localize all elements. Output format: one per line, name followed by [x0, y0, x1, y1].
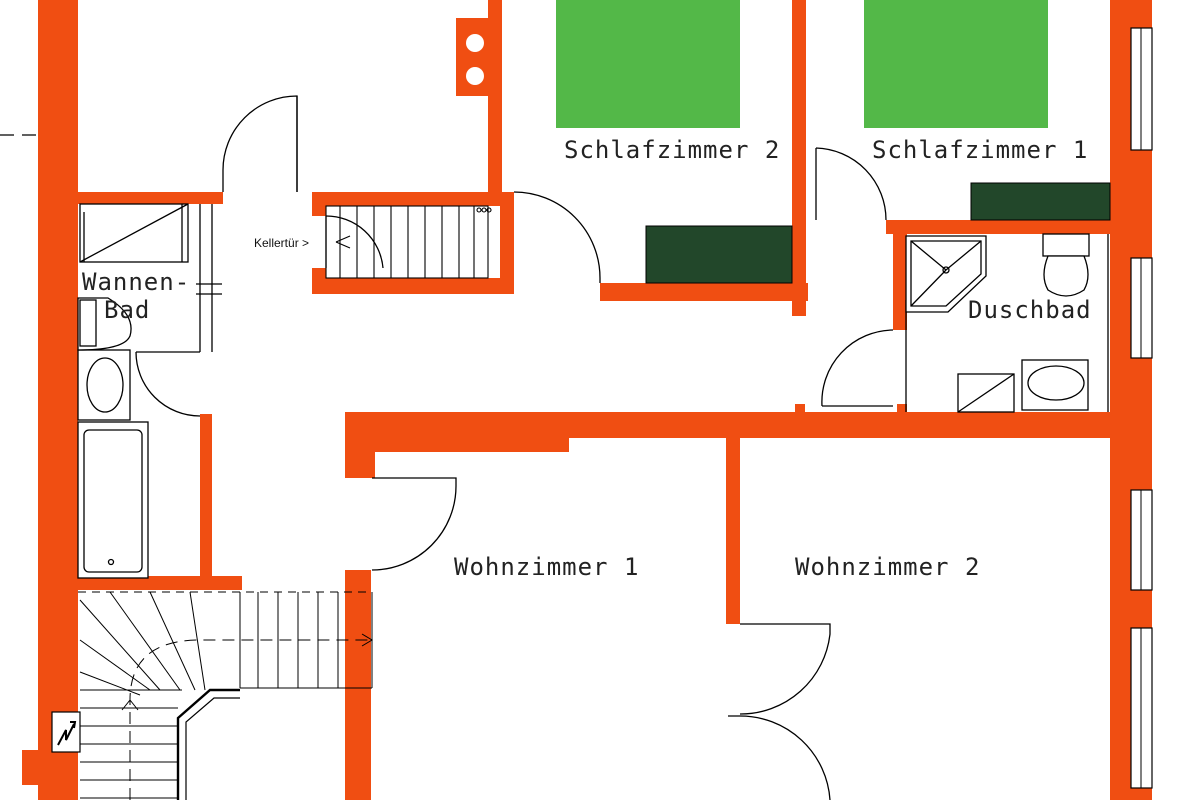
- room-label-wannenbad-line2: Bad: [104, 296, 150, 324]
- shower-icon: [79, 203, 189, 263]
- washbasin-icon: [957, 359, 1089, 413]
- sideboard-icon: [645, 225, 793, 284]
- room-label-wohnzimmer-2: Wohnzimmer 2: [795, 553, 980, 581]
- bed-icon: [556, 0, 740, 128]
- stair-icon: [78, 591, 373, 800]
- room-label-schlafzimmer-2: Schlafzimmer 2: [564, 136, 780, 164]
- room-label-duschbad: Duschbad: [968, 296, 1092, 324]
- partitions: [0, 134, 1109, 412]
- bed-icon: [864, 0, 1048, 128]
- sideboard-icon: [970, 182, 1111, 221]
- room-label-wannenbad-line1: Wannen-: [82, 268, 190, 296]
- cellar-door-label: Kellertür >: [254, 236, 309, 250]
- toilet-icon: [77, 297, 132, 351]
- door-swing-icon: [135, 95, 894, 800]
- washbasin-icon: [77, 349, 131, 421]
- room-label-schlafzimmer-1: Schlafzimmer 1: [872, 136, 1088, 164]
- chimney-icon: [466, 34, 484, 85]
- shower-icon: [905, 235, 987, 313]
- bathtub-icon: [77, 421, 149, 579]
- meter-icon: [51, 711, 81, 753]
- toilet-icon: [1042, 233, 1090, 297]
- walls: [22, 0, 1152, 800]
- stair-icon: [325, 205, 492, 279]
- room-label-wohnzimmer-1: Wohnzimmer 1: [454, 553, 639, 581]
